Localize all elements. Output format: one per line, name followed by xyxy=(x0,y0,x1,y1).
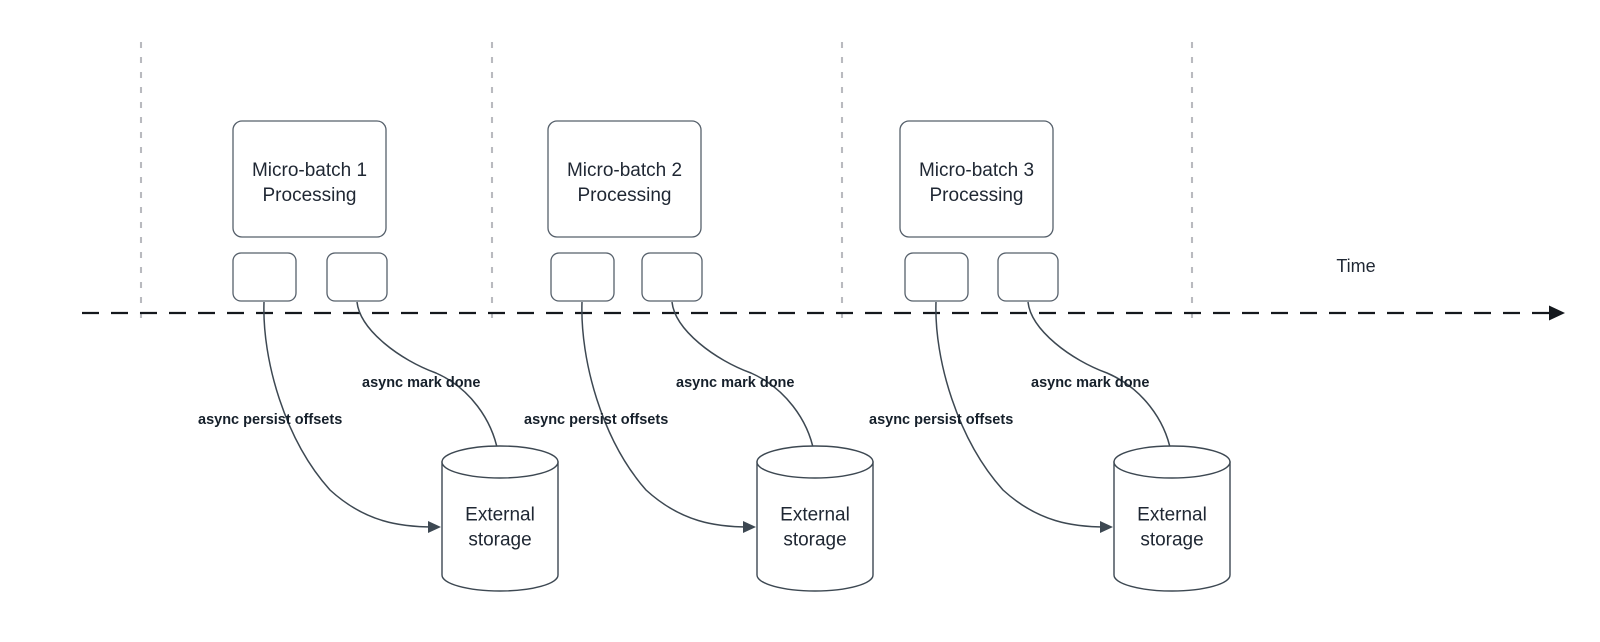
cylinder-body xyxy=(441,461,559,592)
persist-offsets-edge: async persist offsets xyxy=(524,301,756,533)
persist-offsets-edge-arrowhead xyxy=(428,521,441,533)
external-storage-label-line2: storage xyxy=(783,530,846,551)
persist-offsets-edge-path xyxy=(581,301,750,528)
persist-offsets-task[interactable] xyxy=(904,252,969,302)
micro-batch-groups: Micro-batch 1 Processing async persist off… xyxy=(198,120,1231,592)
micro-batch-group-1: Micro-batch 1 Processing async persist off… xyxy=(198,120,559,592)
persist-offsets-task[interactable] xyxy=(232,252,297,302)
external-storage-label-line1: External xyxy=(465,505,535,526)
mark-done-task[interactable] xyxy=(641,252,703,302)
mark-done-edge: async mark done xyxy=(1027,301,1178,459)
mark-done-task[interactable] xyxy=(997,252,1059,302)
cylinder-top-ellipse xyxy=(1113,445,1231,479)
micro-batch-box-label-line1: Micro-batch 3 xyxy=(919,160,1034,181)
micro-batch-box-label-line1: Micro-batch 1 xyxy=(252,160,367,181)
persist-offsets-edge: async persist offsets xyxy=(198,301,441,533)
micro-batch-box-label-line2: Processing xyxy=(578,185,672,206)
persist-offsets-edge-path xyxy=(935,301,1107,528)
mark-done-edge-path xyxy=(356,301,499,453)
time-axis xyxy=(82,305,1565,321)
micro-batch-box[interactable]: Micro-batch 2 Processing xyxy=(547,120,702,238)
batch-boundary-lines xyxy=(139,42,1194,320)
mark-done-edge-path xyxy=(1027,301,1172,453)
micro-batch-box-rect xyxy=(547,120,702,238)
cylinder-body xyxy=(756,461,874,592)
micro-batch-box-label-line2: Processing xyxy=(263,185,357,206)
external-storage-cylinder[interactable]: External storage xyxy=(756,445,874,592)
micro-batch-box-rect xyxy=(899,120,1054,238)
micro-batch-box-label-line1: Micro-batch 2 xyxy=(567,160,682,181)
persist-offsets-edge-label: async persist offsets xyxy=(198,412,342,428)
external-storage-cylinder[interactable]: External storage xyxy=(441,445,559,592)
persist-offsets-edge-path xyxy=(263,301,435,528)
micro-batch-box[interactable]: Micro-batch 3 Processing xyxy=(899,120,1054,238)
cylinder-body xyxy=(1113,461,1231,592)
cylinder-top-ellipse xyxy=(441,445,559,479)
micro-batch-box-rect xyxy=(232,120,387,238)
mark-done-edge: async mark done xyxy=(356,301,505,459)
persist-offsets-edge-label: async persist offsets xyxy=(869,412,1013,428)
micro-batch-group-3: Micro-batch 3 Processing async persist off… xyxy=(869,120,1231,592)
external-storage-label-line2: storage xyxy=(1140,530,1203,551)
micro-batch-box[interactable]: Micro-batch 1 Processing xyxy=(232,120,387,238)
mark-done-edge: async mark done xyxy=(671,301,821,459)
micro-batch-box-label-line2: Processing xyxy=(930,185,1024,206)
cylinder-top-ellipse xyxy=(756,445,874,479)
time-axis-label: Time xyxy=(1336,256,1375,276)
persist-offsets-edge-arrowhead xyxy=(743,521,756,533)
mark-done-edge-label: async mark done xyxy=(1031,375,1149,391)
persist-offsets-task[interactable] xyxy=(550,252,615,302)
mark-done-edge-path xyxy=(671,301,815,453)
external-storage-label-line1: External xyxy=(780,505,850,526)
mark-done-task[interactable] xyxy=(326,252,388,302)
external-storage-label-line2: storage xyxy=(468,530,531,551)
persist-offsets-edge: async persist offsets xyxy=(869,301,1113,533)
mark-done-edge-label: async mark done xyxy=(362,375,480,391)
external-storage-label-line1: External xyxy=(1137,505,1207,526)
mark-done-edge-label: async mark done xyxy=(676,375,794,391)
persist-offsets-edge-label: async persist offsets xyxy=(524,412,668,428)
external-storage-cylinder[interactable]: External storage xyxy=(1113,445,1231,592)
time-axis-arrowhead xyxy=(1549,305,1565,321)
micro-batch-group-2: Micro-batch 2 Processing async persist off… xyxy=(524,120,874,592)
persist-offsets-edge-arrowhead xyxy=(1100,521,1113,533)
